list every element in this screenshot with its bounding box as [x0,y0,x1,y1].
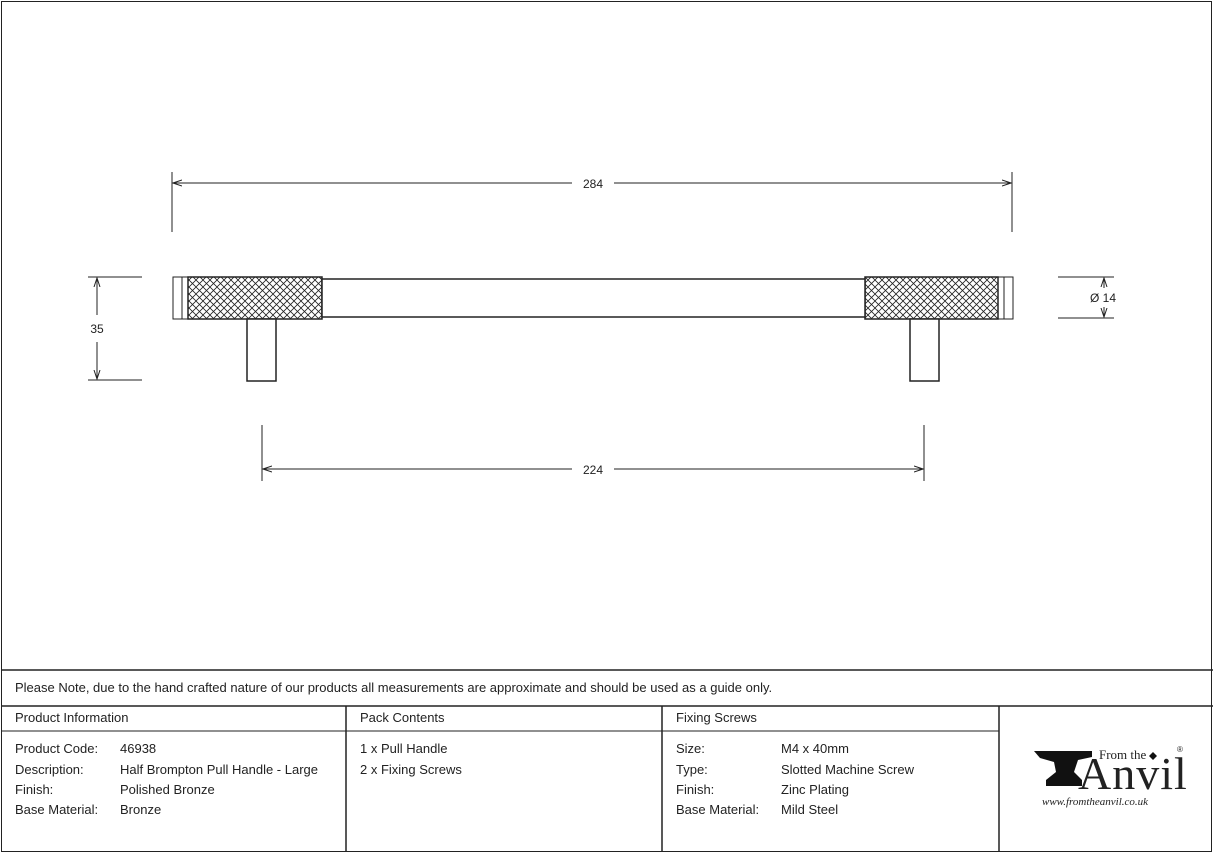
screw-type-value: Slotted Machine Screw [781,762,914,777]
diameter-dimension: Ø 14 [1058,276,1116,319]
base-material-value: Bronze [120,802,162,817]
height-label: 35 [90,322,104,336]
pack-contents-heading: Pack Contents [360,710,445,725]
overall-length-label: 284 [583,177,603,191]
screw-material-label: Base Material: [676,802,760,817]
diameter-label: Ø 14 [1090,291,1116,305]
finish-label: Finish: [15,782,54,797]
screw-type-label: Type: [676,762,708,777]
pack-item: 1 x Pull Handle [360,741,448,756]
knurled-grip-left [187,276,323,320]
product-information-heading: Product Information [15,710,129,725]
measurement-note: Please Note, due to the hand crafted nat… [15,680,773,695]
logo-registered-mark: ® [1177,745,1183,754]
info-table-grid [1,669,1213,852]
handle-leg-left [246,318,277,382]
description-label: Description: [15,762,84,777]
logo-brand: Anvil [1078,748,1188,799]
description-value: Half Brompton Pull Handle - Large [120,762,318,777]
pack-item: 2 x Fixing Screws [360,762,462,777]
handle-leg-right [909,318,940,382]
overall-length-dimension: 284 [171,172,1013,232]
base-material-label: Base Material: [15,802,99,817]
screw-size-value: M4 x 40mm [781,741,849,756]
centres-dimension: 224 [261,425,925,481]
screw-finish-label: Finish: [676,782,715,797]
product-code-label: Product Code: [15,741,99,756]
screw-material-value: Mild Steel [781,802,839,817]
logo-from-the: From the [1099,747,1147,762]
screw-size-label: Size: [676,741,705,756]
product-code-value: 46938 [120,741,157,756]
pull-handle-drawing [172,276,1014,382]
knurled-grip-right [864,276,999,320]
logo-url: www.fromtheanvil.co.uk [1042,796,1149,808]
fixing-screws-heading: Fixing Screws [676,710,757,725]
finish-value: Polished Bronze [120,782,215,797]
height-dimension: 35 [88,276,142,381]
anvil-logo-icon [1034,751,1157,786]
handle-bar [321,278,866,318]
screw-finish-value: Zinc Plating [781,782,849,797]
centres-label: 224 [583,463,603,477]
